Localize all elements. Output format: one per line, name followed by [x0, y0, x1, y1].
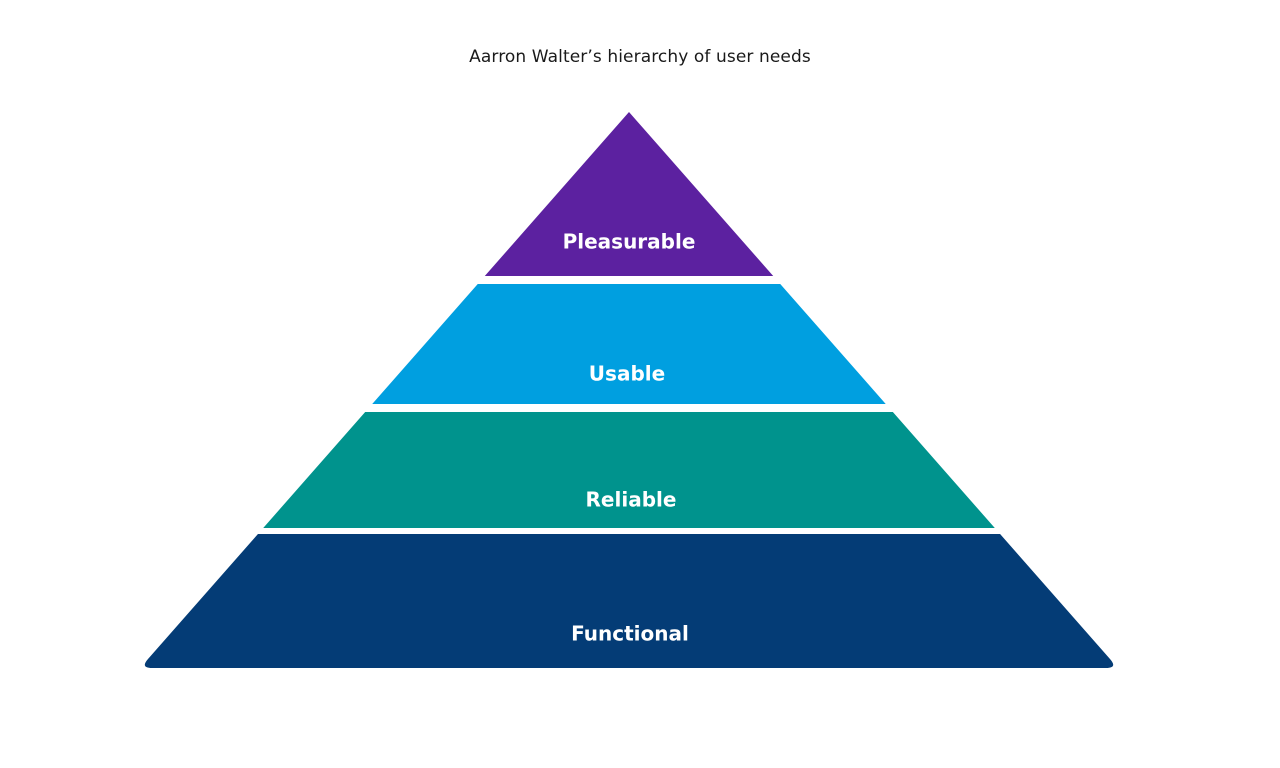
pyramid-tier-label-functional: Functional	[571, 622, 689, 646]
pyramid-tier-label-reliable: Reliable	[586, 488, 677, 512]
pyramid-tier-label-usable: Usable	[589, 362, 665, 386]
pyramid-tier-usable[interactable]	[0, 284, 1280, 404]
page-title: Aarron Walter’s hierarchy of user needs	[469, 47, 811, 67]
pyramid-tier-label-pleasurable: Pleasurable	[563, 230, 696, 254]
pyramid-tier-functional[interactable]	[0, 534, 1280, 674]
